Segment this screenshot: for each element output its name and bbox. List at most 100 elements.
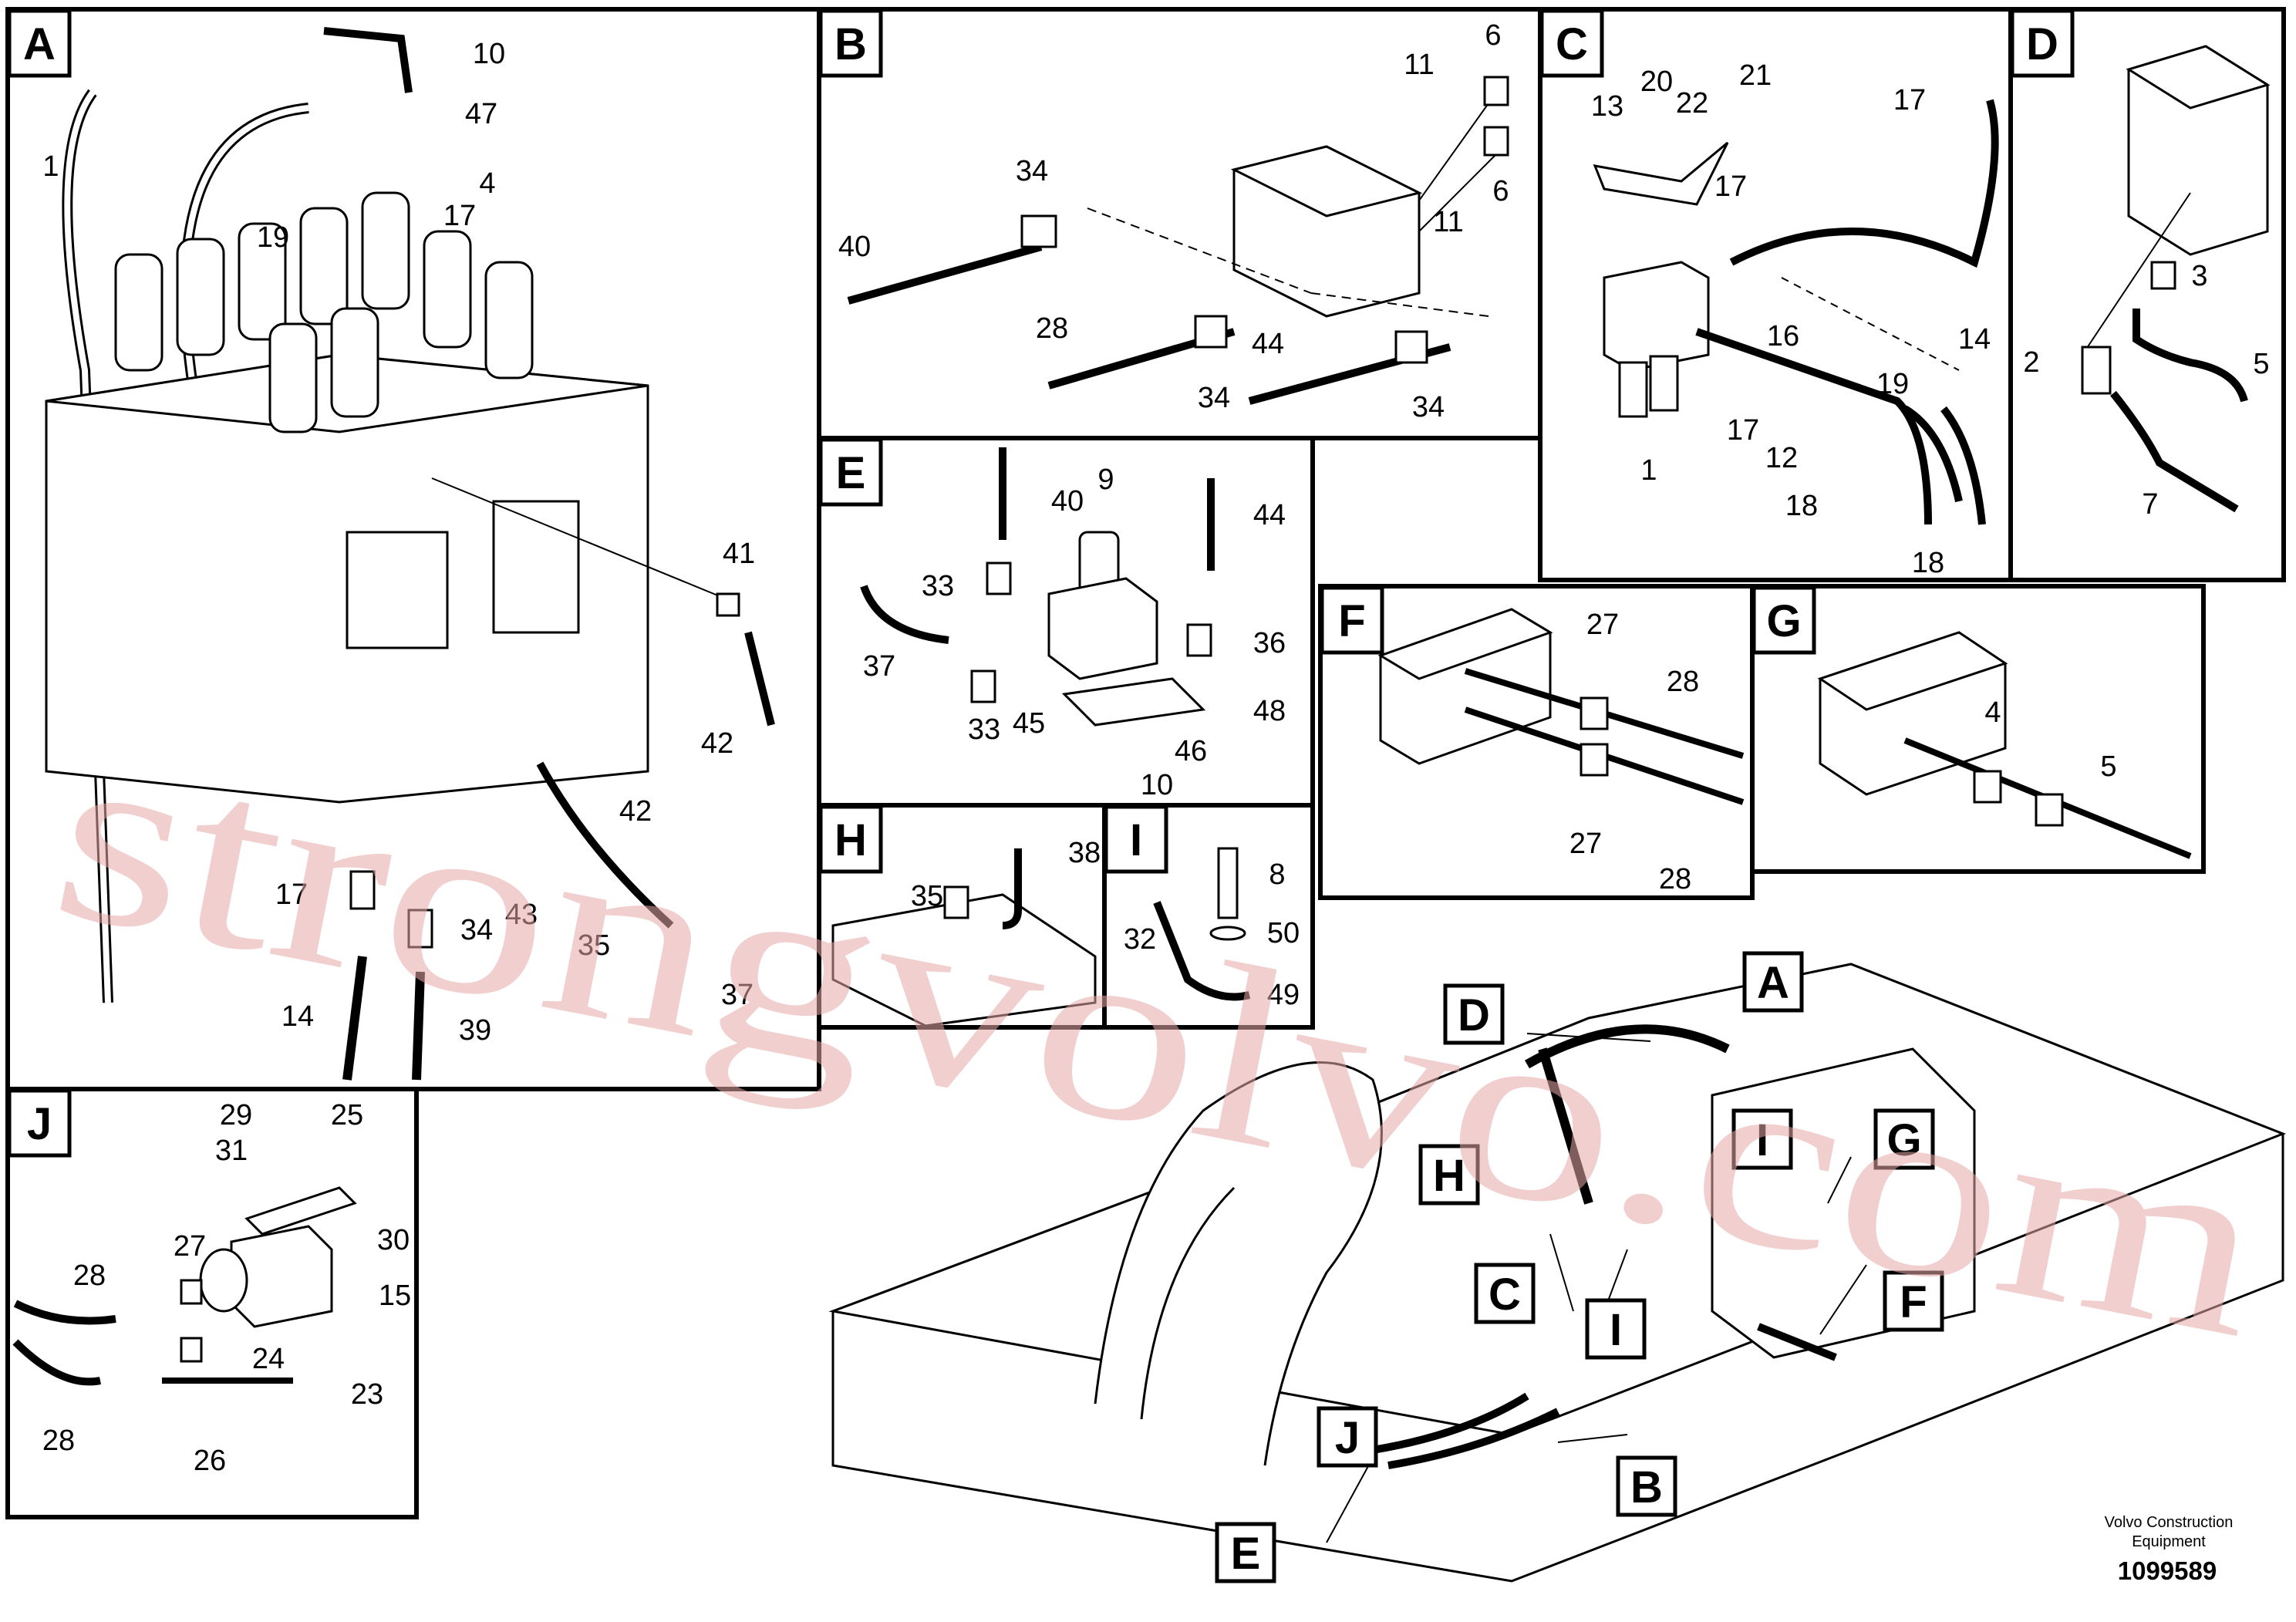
panel-f-callout-28-bottom: 28 [1659,863,1691,895]
panel-a-callout-37: 37 [721,979,754,1011]
overview-label-g: G [1886,1115,1921,1165]
panel-b-callout-40: 40 [838,231,871,263]
panel-e-callout-48: 48 [1253,695,1286,727]
overview-label-c-box [1474,1263,1536,1324]
panel-e-callout-46: 46 [1175,735,1207,767]
panel-a-letter-box [7,8,72,78]
overview-label-c: C [1489,1270,1521,1320]
panel-d-letter-box [2010,8,2075,78]
panel-j-artwork [12,1186,357,1386]
panel-c-callout-17-top-right: 17 [1893,84,1926,116]
panel-j-callout-15: 15 [379,1280,411,1312]
panel-b-callout-34-middle: 34 [1198,382,1230,414]
panel-a-callout-43: 43 [505,899,538,931]
overview-label-i-bottom: I [1610,1305,1622,1355]
footer-company-line1: Volvo Construction [2105,1514,2234,1531]
panel-i-callout-8: 8 [1269,858,1285,891]
panel-d-callout-7: 7 [2142,488,2158,521]
overview-label-e: E [1231,1529,1261,1579]
overview-label-b-box [1616,1455,1677,1517]
panel-a-callout-35: 35 [578,929,610,962]
panel-c-callout-17-bottom: 17 [1727,414,1759,447]
panel-a-callout-10: 10 [473,38,505,70]
panel-b-letter: B [834,19,867,69]
panel-j-callout-23: 23 [351,1378,383,1411]
panel-b-artwork [847,76,1509,405]
overview-label-j-box [1317,1406,1378,1468]
panel-a-callout-41: 41 [723,538,755,570]
panel-a-callout-42-right: 42 [701,727,733,760]
panel-j-callout-31: 31 [215,1135,248,1167]
panel-f-callout-27-bottom: 27 [1569,828,1602,860]
panel-a-callout-17-bottom: 17 [275,878,308,911]
panel-d-callout-5: 5 [2253,348,2269,380]
panel-a-callout-42-middle: 42 [619,795,652,828]
panel-d-artwork [2081,45,2271,513]
panel-d-callout-3: 3 [2191,260,2207,292]
panel-g-callout-4: 4 [1984,696,2001,729]
panel-e-callout-9: 9 [1097,464,1114,496]
overview-label-i-top-box [1731,1108,1793,1170]
footer-company-line2: Equipment [2132,1533,2206,1550]
panel-g-frame [1750,584,2206,874]
overview-label-i-top: I [1756,1115,1768,1165]
panel-e-callout-33-bottom: 33 [968,713,1000,746]
panel-f-callout-28-top: 28 [1667,666,1699,698]
panel-b-callout-6-top: 6 [1485,19,1501,52]
panel-a-callout-17-top: 17 [443,200,476,232]
panel-b-callout-11-bottom: 11 [1433,206,1463,238]
overview-label-d: D [1458,990,1490,1040]
panel-i-callout-49: 49 [1267,979,1300,1011]
panel-c-letter: C [1556,19,1588,69]
panel-g-letter-box [1752,585,1816,655]
panel-h-letter: H [834,815,867,865]
panel-e-callout-33-top: 33 [922,570,954,602]
panel-c-callout-14: 14 [1958,323,1991,356]
panel-e-callout-44: 44 [1253,499,1286,531]
panel-e-letter: E [836,448,866,498]
overview-label-e-box [1215,1522,1276,1583]
panel-d-frame [2008,7,2286,582]
panel-b-callout-34-top: 34 [1016,155,1048,187]
panel-a-artwork [45,27,775,1081]
panel-j-callout-30: 30 [377,1224,410,1256]
panel-h-callout-35: 35 [911,880,943,912]
panel-c-callout-22: 22 [1676,87,1708,120]
panel-c-artwork [1593,99,1999,525]
panel-j-callout-26: 26 [194,1445,226,1477]
overview-label-a-box [1742,951,1804,1013]
panel-c-callout-21: 21 [1739,59,1772,92]
panel-a-callout-47: 47 [465,98,497,130]
overview-label-f: F [1900,1277,1927,1327]
panel-e-callout-10: 10 [1141,769,1173,801]
panel-h-artwork [831,848,1097,1027]
panel-g-artwork [1817,631,2192,859]
panel-b-letter-box [818,8,883,78]
panel-b-callout-6-bottom: 6 [1492,175,1509,207]
panel-a-letter: A [23,19,56,69]
panel-i-artwork [1153,847,1251,1001]
panel-j-callout-24: 24 [252,1343,285,1375]
overview-label-h-box [1418,1144,1480,1206]
panel-a-callout-14: 14 [282,1000,314,1033]
panel-f-letter: F [1338,596,1365,646]
panel-e-artwork [860,447,1215,727]
panel-f-callout-27-top: 27 [1586,609,1619,641]
overview-label-f-box [1883,1270,1944,1332]
panel-a-callout-4: 4 [479,167,495,200]
panel-j-frame [5,1087,419,1519]
panel-g-letter: G [1766,596,1801,646]
panel-i-frame [1102,803,1315,1030]
panel-c-callout-19: 19 [1876,368,1909,400]
overview-label-g-box [1873,1108,1935,1170]
panel-j-letter: J [27,1099,52,1149]
overview-label-h: H [1433,1151,1465,1201]
panel-c-callout-18-bottom: 18 [1912,547,1944,579]
panel-e-callout-40: 40 [1051,485,1084,518]
panel-d-letter: D [2026,19,2058,69]
footer-drawing-number: 1099589 [2118,1556,2217,1585]
panel-b-callout-28: 28 [1036,312,1068,345]
panel-a-callout-19: 19 [257,221,289,254]
overview-label-a: A [1757,958,1789,1008]
